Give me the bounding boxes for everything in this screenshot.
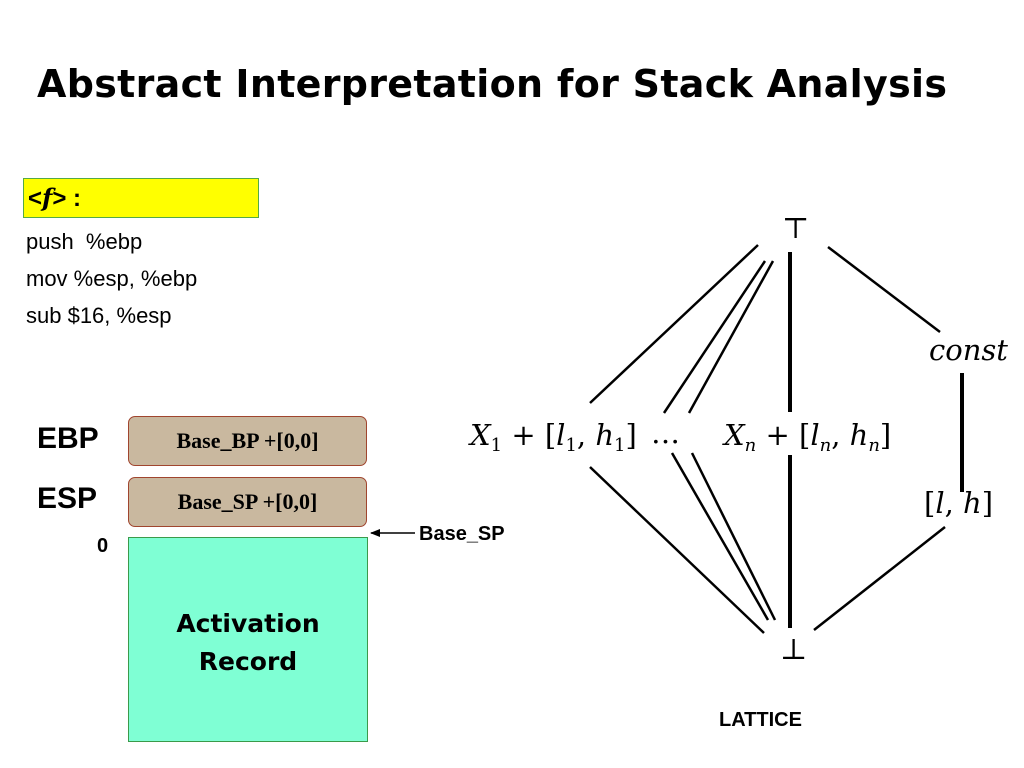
lattice-node-xn: Xn + [ln, hn] <box>722 418 891 456</box>
lattice-caption: LATTICE <box>719 709 802 731</box>
activation-record-line: Record <box>198 647 298 676</box>
ebp-value-box: Base_BP +[0,0] <box>128 416 367 466</box>
activation-record: Activation Record <box>128 537 368 742</box>
ebp-label: EBP <box>37 422 99 455</box>
asm-line: mov %esp, %ebp <box>26 266 198 291</box>
lattice-edge <box>690 452 777 621</box>
lattice-node-const: const <box>929 333 1008 367</box>
lattice-bottom: ⊥ <box>780 632 807 666</box>
asm-line: push %ebp <box>26 229 143 254</box>
esp-value-box: Base_SP +[0,0] <box>128 477 367 527</box>
lattice-edge <box>589 466 765 634</box>
lattice-edge <box>813 526 946 631</box>
function-label: <f> : <box>23 178 259 218</box>
lattice-edge <box>589 244 759 404</box>
lattice-edge <box>670 452 770 621</box>
lattice-edge <box>662 260 767 414</box>
lattice-ellipsis: … <box>651 416 680 450</box>
slide-title: Abstract Interpretation for Stack Analys… <box>37 62 948 106</box>
function-label-close: > : <box>52 185 82 212</box>
activation-record-line: Activation <box>176 609 320 638</box>
lattice-node-interval: [l, h] <box>924 486 993 520</box>
lattice-top: ⊤ <box>782 211 809 245</box>
esp-label: ESP <box>37 482 98 515</box>
lattice-edge <box>827 246 941 333</box>
base-sp-label: Base_SP <box>419 523 505 545</box>
asm-line: sub $16, %esp <box>26 303 172 328</box>
function-name: f <box>42 183 53 212</box>
activation-record-label: Activation Record <box>129 605 367 681</box>
stack-zero-label: 0 <box>97 535 109 557</box>
lattice-node-x1: X1 + [l1, h1] <box>468 418 637 456</box>
lattice-edge <box>687 260 775 414</box>
function-label-open: < <box>28 185 43 212</box>
